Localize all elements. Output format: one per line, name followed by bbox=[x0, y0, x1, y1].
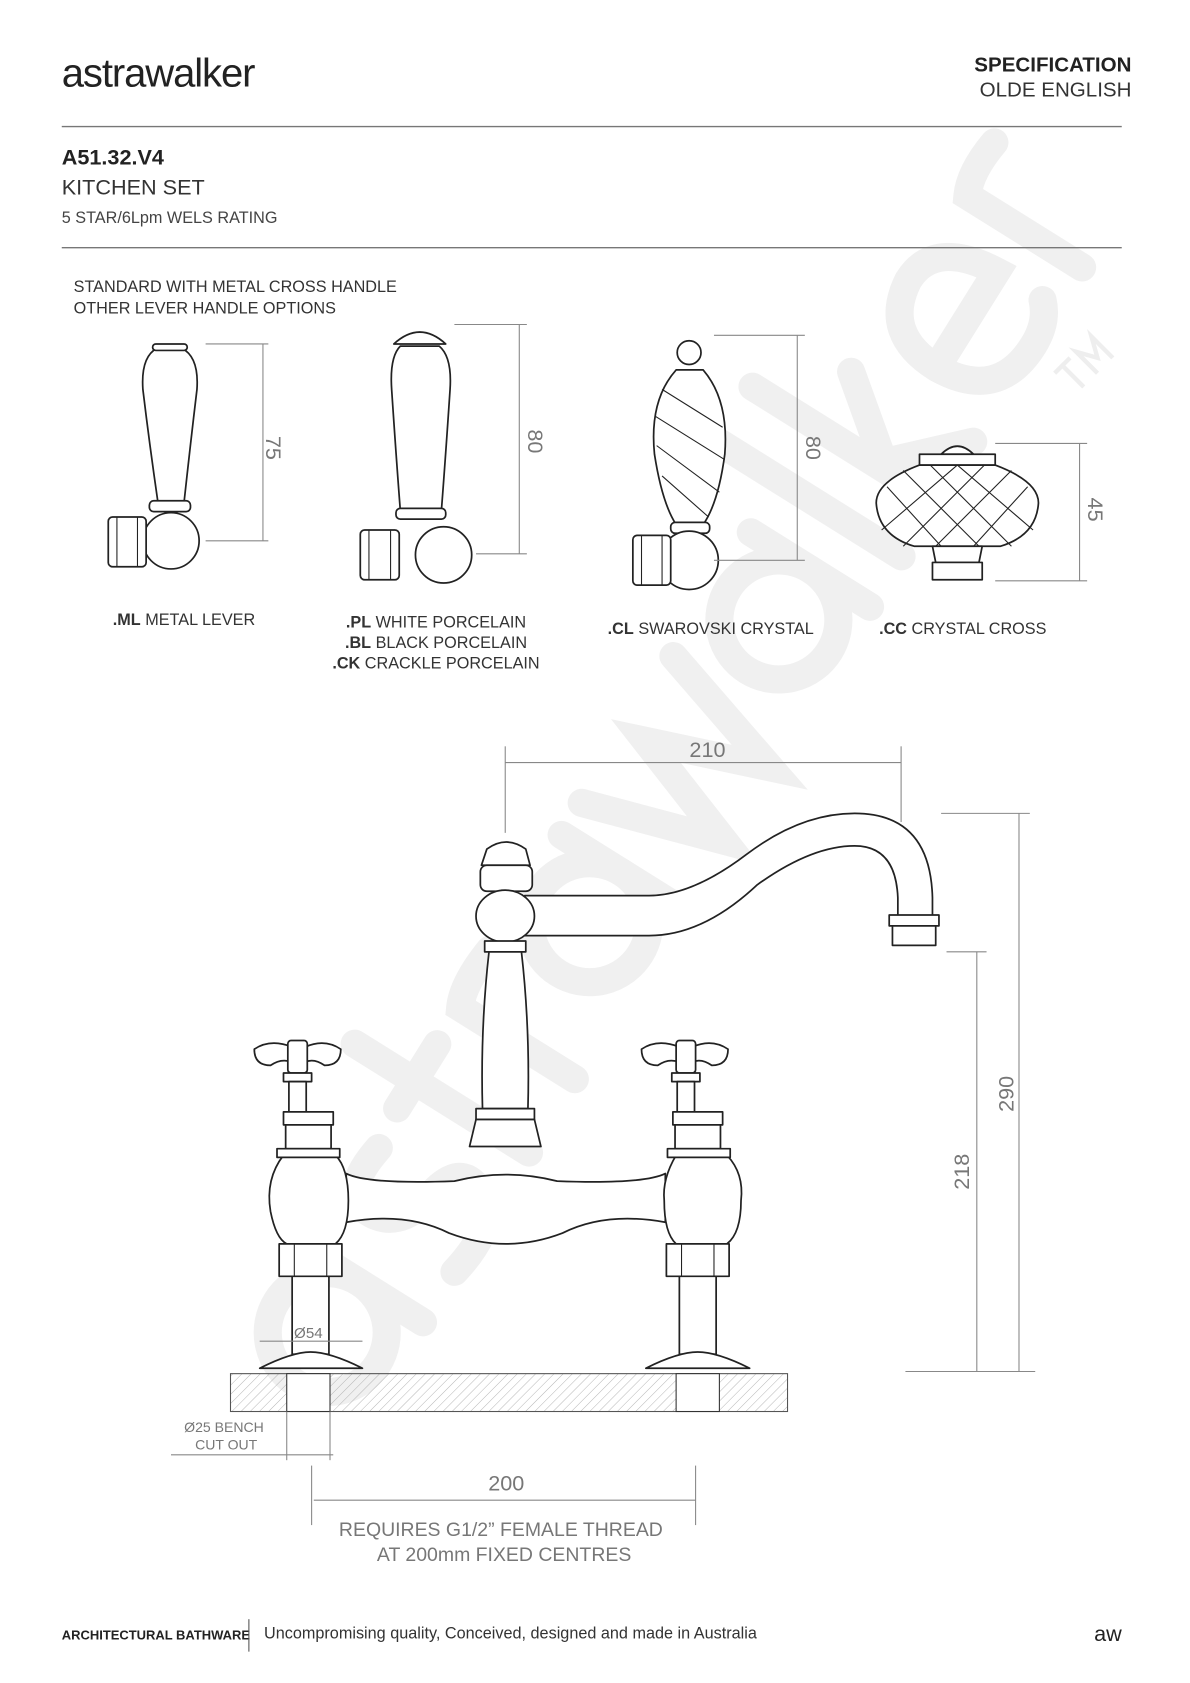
spout-height-label: 218 bbox=[949, 1154, 974, 1190]
thread-note: REQUIRES G1/2” FEMALE THREAD bbox=[339, 1519, 663, 1541]
footer-mark: aw bbox=[1094, 1621, 1122, 1646]
product-name: KITCHEN SET bbox=[62, 175, 205, 200]
trademark-graphic bbox=[1053, 329, 1115, 389]
range-name: OLDE ENGLISH bbox=[980, 78, 1132, 101]
option-label: .CL SWAROVSKI CRYSTAL bbox=[608, 620, 814, 638]
dimensions: 210 290 218 Ø54 Ø25 BENCH CUT OUT 200 RE… bbox=[171, 737, 1036, 1566]
doc-type: SPECIFICATION bbox=[974, 53, 1131, 76]
wels-rating: 5 STAR/6Lpm WELS RATING bbox=[62, 209, 278, 227]
metal-lever-drawing: 75 bbox=[107, 343, 286, 570]
option-label: .CK CRACKLE PORCELAIN bbox=[332, 654, 539, 672]
product-code: A51.32.V4 bbox=[62, 144, 164, 169]
centres-label: 200 bbox=[488, 1470, 524, 1495]
intro-line: OTHER LEVER HANDLE OPTIONS bbox=[74, 300, 336, 318]
flange-diameter-label: Ø54 bbox=[294, 1325, 323, 1342]
footer-tagline: Uncompromising quality, Conceived, desig… bbox=[264, 1625, 758, 1643]
option-label: .ML METAL LEVER bbox=[113, 611, 255, 629]
dimension-label: 80 bbox=[801, 436, 826, 460]
cutout-label: CUT OUT bbox=[195, 1436, 258, 1452]
thread-note: AT 200mm FIXED CENTRES bbox=[377, 1544, 631, 1566]
footer-brand: ARCHITECTURAL BATHWARE bbox=[62, 1628, 251, 1643]
crystal-lever-drawing: 80 bbox=[631, 334, 826, 591]
option-label: .PL WHITE PORCELAIN bbox=[346, 613, 526, 631]
kitchen-set-drawing bbox=[229, 812, 940, 1413]
option-label: .BL BLACK PORCELAIN bbox=[345, 634, 527, 652]
dimension-label: 75 bbox=[261, 436, 286, 460]
spout-reach-label: 210 bbox=[689, 737, 725, 762]
crystal-cross-drawing: 45 bbox=[875, 442, 1108, 582]
option-label: .CC CRYSTAL CROSS bbox=[879, 620, 1047, 638]
dimension-label: 45 bbox=[1083, 498, 1108, 522]
dimension-label: 80 bbox=[523, 429, 548, 453]
porcelain-lever-drawing: 80 bbox=[359, 323, 548, 584]
intro-line: STANDARD WITH METAL CROSS HANDLE bbox=[74, 278, 397, 296]
brand-logo: astrawalker bbox=[62, 52, 255, 96]
overall-height-label: 290 bbox=[994, 1076, 1019, 1112]
cutout-label: Ø25 BENCH bbox=[184, 1419, 264, 1435]
